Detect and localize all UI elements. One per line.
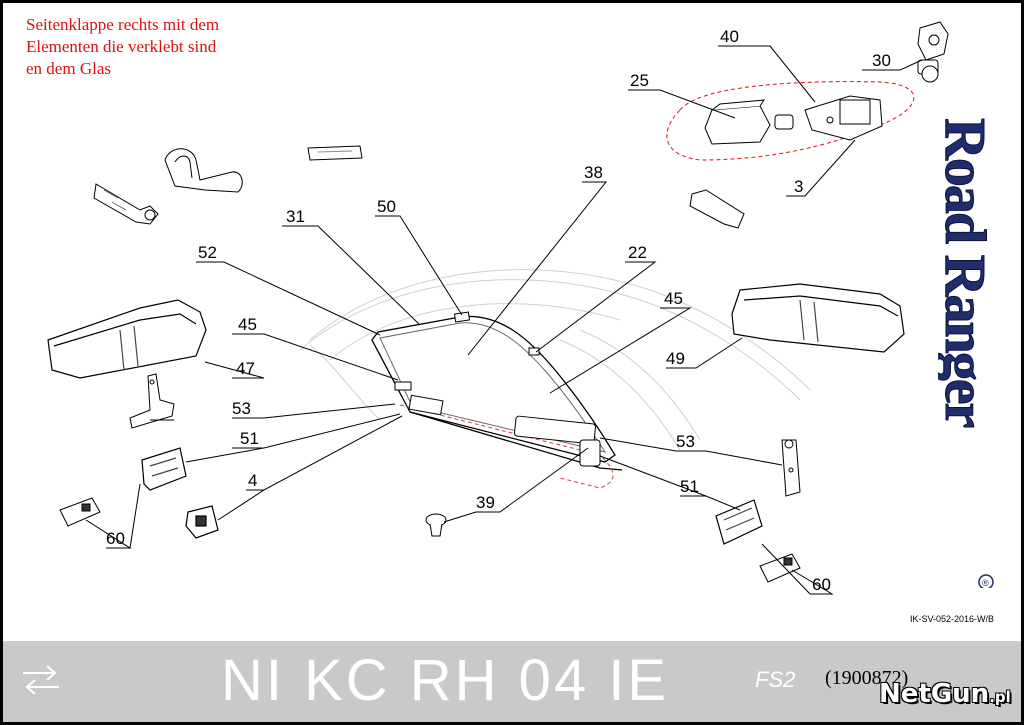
swap-arrows-icon [23,665,59,695]
label-52: 52 [198,243,217,262]
label-45-left: 45 [238,315,257,334]
part-39-plug [425,513,447,537]
leader-lines [85,45,923,595]
part-52-hinge [93,183,159,225]
part-30-clip [917,21,949,83]
part-51-latch-left [141,447,187,491]
label-51-left: 51 [240,429,259,448]
part-4-clip [185,505,219,539]
netgun-watermark: NetGun.pl [879,679,1011,709]
label-60-left: 60 [106,529,125,548]
note-line: Seitenklappe rechts mit dem [26,15,220,34]
part-53-bracket-right [781,439,801,497]
label-3: 3 [794,177,803,196]
part-50-strip [307,145,363,161]
label-60-right: 60 [812,575,831,594]
vehicle-outline [299,269,811,451]
glass-mounted-parts [394,311,601,467]
part-60-stop-right [759,553,801,583]
part-22-bracket [689,189,745,229]
label-53-left: 53 [232,399,251,418]
watermark-name: NetGun [879,679,990,709]
label-49: 49 [666,349,685,368]
label-45-right: 45 [664,289,683,308]
label-50: 50 [377,197,396,216]
note-line: Elementen die verklebt sind [26,37,217,56]
assembly-note: Seitenklappe rechts mit dem Elementen di… [26,14,219,80]
footer-bar: NI KC RH 04 IE FS2 (1900872) NetGun.pl [3,641,1021,722]
brand-name: Road Ranger [938,118,998,428]
label-47: 47 [236,359,255,378]
label-38: 38 [584,163,603,182]
label-51-right: 51 [680,477,699,496]
part-49-handle-right [731,283,905,353]
label-22: 22 [628,243,647,262]
note-line: en dem Glas [26,59,111,78]
lock-assembly-group [666,81,915,161]
registered-mark: ® [982,578,989,588]
label-4: 4 [248,471,257,490]
part-number-labels: 40 30 25 3 38 50 31 22 45 52 49 45 47 53… [106,27,891,594]
part-31-seal [164,148,243,193]
label-25: 25 [630,71,649,90]
part-53-bracket-left [129,373,175,429]
document-id: IK-SV-052-2016-W/B [910,614,995,624]
fs-label: FS2 [755,667,796,692]
part-60-stop-left [59,497,101,527]
road-ranger-logo: Road Ranger ® [938,118,999,588]
label-31: 31 [286,207,305,226]
part-47-handle-left [47,299,207,379]
part-51-latch-right [715,499,763,545]
article-number: (1900872) [825,667,909,689]
model-code: NI KC RH 04 IE [221,648,670,713]
label-40: 40 [720,27,739,46]
label-39: 39 [476,493,495,512]
watermark-tld: .pl [989,688,1011,706]
label-30: 30 [872,51,891,70]
label-53-right: 53 [676,432,695,451]
